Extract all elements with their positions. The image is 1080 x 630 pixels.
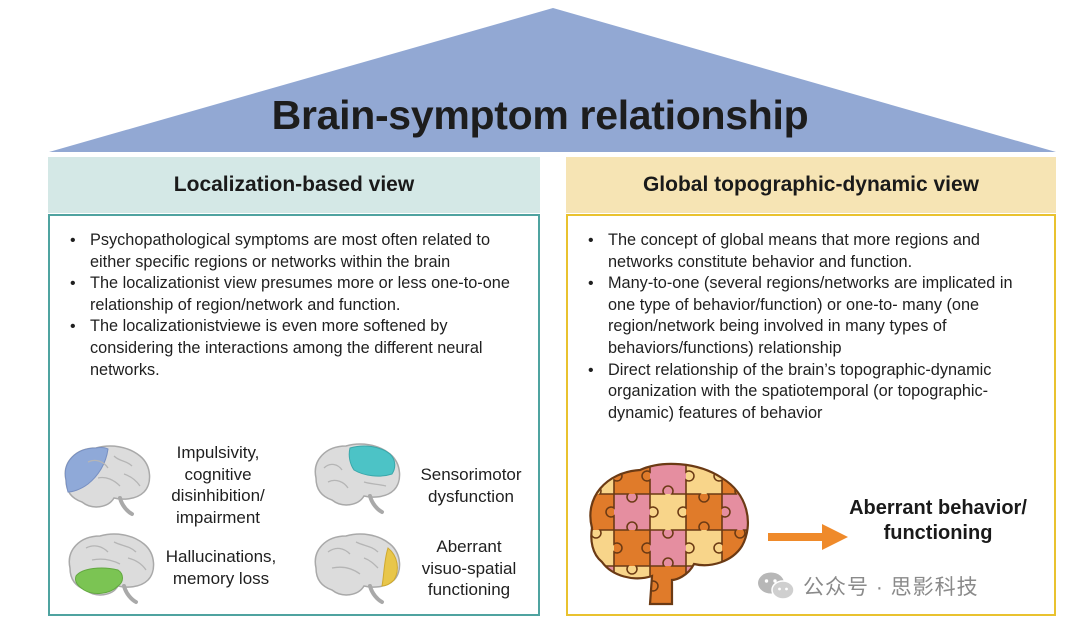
watermark-text: 公众号 · 思影科技 [803,576,979,599]
wechat-icon [758,572,795,600]
brain-example-label: Aberrant visuo-spatial functioning [421,537,517,599]
brain-example-label: Hallucinations, memory loss [165,547,277,588]
roof-banner [49,8,1056,152]
watermark: 公众号 · 思影科技 [757,570,979,602]
brain-example-label: Impulsivity, cognitive disinhibition/ im… [171,443,265,527]
brain-frontal-highlight-icon [64,445,151,516]
bullet-item: Many-to-one (several regions/networks ar… [586,273,1042,359]
roof-shape [49,8,1056,152]
brain-temporal-highlight-icon [68,533,155,604]
localization-bullet-list: Psychopathological symptoms are most oft… [68,230,526,381]
bullet-item: The localizationistviewe is even more so… [68,316,526,381]
global-view-header: Global topographic-dynamic view [566,157,1056,213]
bullet-item: The concept of global means that more re… [586,230,1042,273]
brain-example-label: Sensorimotor dysfunction [420,465,522,506]
localization-view-header: Localization-based view [48,157,540,213]
localization-view-panel: Psychopathological symptoms are most oft… [48,214,540,616]
global-view-title: Global topographic-dynamic view [642,173,980,196]
brain-parietal-highlight-icon [314,443,401,514]
page-title: Brain-symptom relationship [271,92,809,138]
brain-occipital-highlight-icon [314,533,401,604]
puzzle-brain-icon [589,462,749,606]
localization-view-title: Localization-based view [173,173,415,196]
global-bullet-list: The concept of global means that more re… [586,230,1042,424]
global-view-panel: The concept of global means that more re… [566,214,1056,616]
bullet-item: The localizationist view presumes more o… [68,273,526,316]
arrow-right-icon [768,524,848,550]
bullet-item: Psychopathological symptoms are most oft… [68,230,526,273]
aberrant-behavior-label: Aberrant behavior/ functioning [849,497,1027,544]
bullet-item: Direct relationship of the brain’s topog… [586,360,1042,425]
